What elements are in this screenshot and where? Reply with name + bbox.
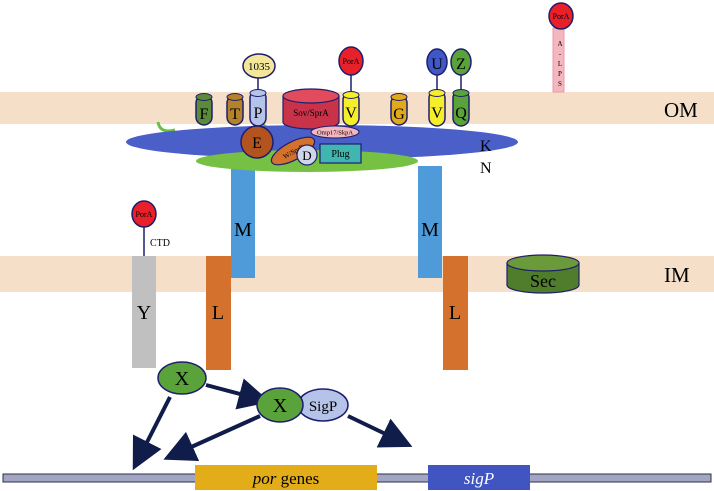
d-label: D [302, 148, 311, 163]
arrow-complex-to-por [163, 414, 261, 462]
plug-label: Plug [331, 149, 349, 160]
y-label: Y [137, 302, 151, 324]
e-label: E [252, 135, 262, 152]
sov-spra-barrel: Sov/SprA [282, 88, 340, 130]
por-genes-label: por genes [252, 469, 320, 488]
porA-y-ellipse [131, 200, 157, 228]
protein-q: Z Q [450, 48, 472, 127]
porA-v-label: PorA [343, 57, 360, 66]
g-label: G [393, 106, 405, 123]
e-circle [240, 125, 274, 159]
protein-p: 1035 P [242, 53, 276, 127]
protein-v-center: PorA V [338, 46, 364, 127]
porA-v-ellipse [338, 46, 364, 76]
u-label: U [431, 56, 443, 73]
arrow-complex-to-sigp [347, 414, 413, 448]
u-ellipse [426, 48, 448, 76]
sov-label: Sov/SprA [293, 108, 329, 118]
sigp-gene-label: sigP [464, 469, 494, 488]
m-label-left: M [234, 219, 252, 241]
sigp-label: SigP [309, 399, 337, 415]
x-ellipse-complex [256, 387, 304, 423]
protein-v-right: U V [426, 48, 448, 127]
protein-t: T [226, 93, 244, 126]
protein-g: G [390, 93, 408, 126]
l-protein-right [443, 256, 468, 370]
inner-membrane [0, 256, 714, 292]
a-lps-letter-3: L [558, 60, 562, 68]
y-protein-body [132, 256, 156, 368]
por-italic: por [252, 469, 277, 488]
porA-top-label: PorA [553, 12, 570, 21]
porA-top-ellipse [548, 2, 574, 30]
q-label: Q [455, 105, 467, 122]
m-protein-right [418, 166, 442, 278]
n-label: N [480, 160, 492, 177]
omp17-label: Omp17/SkpA [317, 130, 353, 137]
m-protein-left [231, 166, 255, 278]
l-label-left: L [212, 302, 224, 324]
t-label: T [230, 106, 240, 123]
arrow-x-to-dna [132, 396, 172, 471]
porA-y-label: PorA [136, 210, 153, 219]
omp17-ellipse [310, 125, 360, 139]
k-ring [126, 125, 518, 159]
x-label-alone: X [175, 368, 190, 390]
protein-y: PorA CTD Y [131, 200, 170, 368]
protein-f: F [195, 93, 213, 126]
f-label: F [200, 106, 209, 123]
pgn1035-ellipse [242, 53, 276, 79]
arrow-x-to-complex [205, 378, 271, 410]
k-label: K [480, 138, 492, 155]
v-center-label: V [345, 105, 357, 122]
v-right-label: V [431, 105, 443, 122]
lipid-hook-left [156, 121, 176, 133]
plug-box [319, 143, 362, 164]
a-lps-letter-5: S [558, 80, 562, 88]
p-label: P [254, 105, 263, 122]
a-lps-letter-2: - [559, 50, 562, 58]
sigp-gene-box [428, 465, 530, 490]
ctd-label: CTD [150, 238, 170, 249]
porA-a-lps: PorA A - L P S [548, 2, 574, 93]
z-ellipse [450, 48, 472, 76]
d-circle [296, 144, 318, 166]
por-genes-box [195, 465, 377, 490]
m-label-right: M [421, 219, 439, 241]
im-label: IM [664, 263, 690, 287]
l-protein-left [206, 256, 231, 370]
x-ellipse-alone [157, 361, 207, 395]
sec-translocon: Sec [506, 254, 580, 294]
z-label: Z [456, 56, 466, 73]
por-genes-rest: genes [276, 469, 319, 488]
l-label-right: L [449, 302, 461, 324]
a-lps-letter-1: A [557, 40, 562, 48]
sec-label: Sec [530, 271, 556, 291]
pgn1035-label: 1035 [248, 61, 271, 73]
x-label-complex: X [273, 395, 288, 417]
a-lps-letter-4: P [558, 70, 562, 78]
om-label: OM [664, 98, 698, 122]
